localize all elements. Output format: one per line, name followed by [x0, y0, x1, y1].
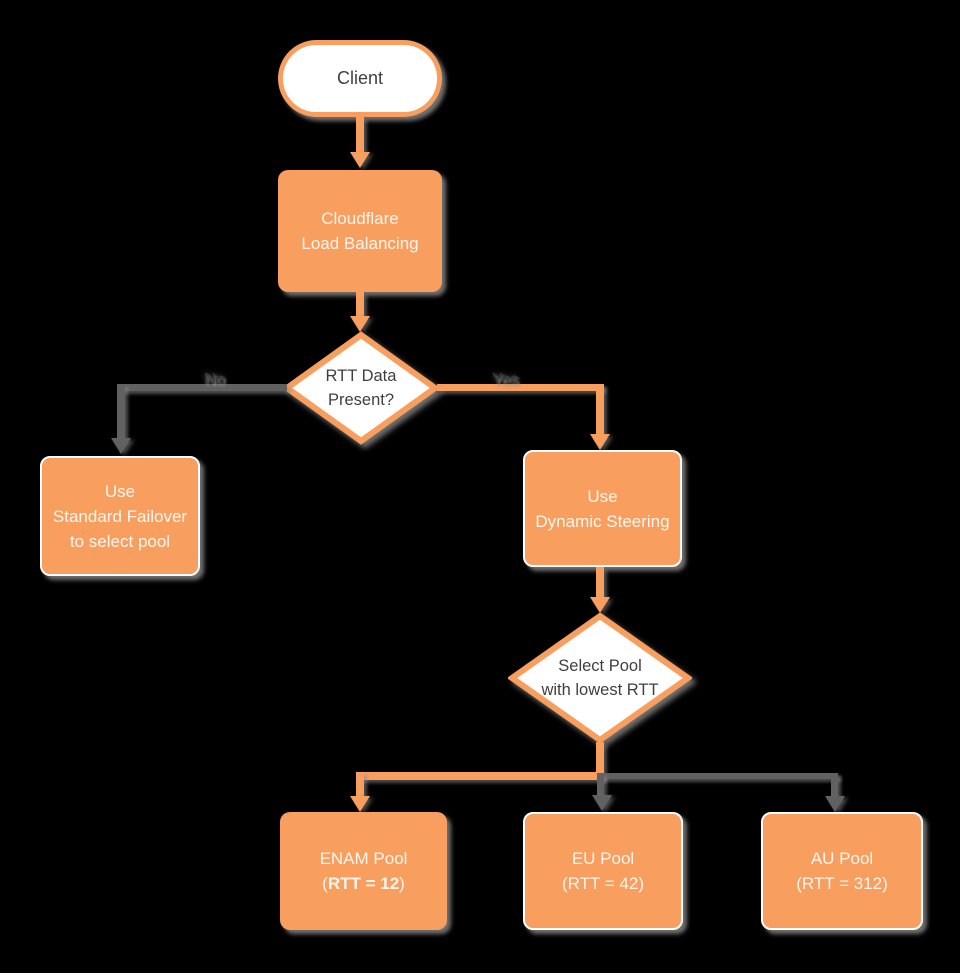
- arrowhead-into-decision: [350, 316, 370, 332]
- edge-client-to-loadbalancer: [356, 116, 364, 154]
- node-select-pool-line2: with lowest RTT: [541, 681, 659, 699]
- edge-yes-horizontal: [437, 384, 603, 391]
- node-select-pool-line1: Select Pool: [558, 657, 642, 675]
- node-enam-pool-line2: (RTT = 12): [322, 871, 405, 896]
- edge-label-no: No: [204, 371, 225, 388]
- arrowhead-into-failover: [111, 438, 131, 454]
- edge-label-yes: Yes: [492, 371, 519, 388]
- node-dynamic-steering: Use Dynamic Steering: [523, 450, 682, 567]
- node-rtt-decision-line2: Present?: [327, 391, 395, 409]
- node-enam-pool-paren-open: (: [322, 874, 328, 893]
- node-au-pool-line1: AU Pool: [810, 849, 874, 868]
- node-au-pool-line2: (RTT = 312): [796, 874, 888, 893]
- node-standard-failover-line2: Standard Failover: [52, 506, 188, 526]
- arrowhead-into-au: [825, 796, 845, 812]
- node-rtt-decision-text: RTT Data Present?: [283, 331, 439, 445]
- arrowhead-into-eu: [592, 795, 612, 811]
- edge-enam-horizontal: [356, 772, 604, 780]
- node-enam-pool-line1: ENAM Pool: [319, 849, 408, 868]
- node-load-balancer-line1: Cloudflare: [321, 209, 399, 228]
- node-select-pool-text: Select Pool with lowest RTT: [508, 612, 692, 744]
- arrowhead-into-selectpool: [590, 597, 610, 613]
- node-enam-pool: ENAM Pool (RTT = 12): [280, 812, 447, 930]
- node-eu-pool-line1: EU Pool: [571, 849, 635, 868]
- edge-yes-vertical: [596, 384, 604, 436]
- node-au-pool: AU Pool (RTT = 312): [761, 812, 923, 930]
- node-enam-pool-rtt: RTT = 12: [327, 874, 400, 893]
- edge-eu-vertical: [597, 773, 604, 797]
- arrowhead-into-loadbalancer: [350, 152, 370, 168]
- node-rtt-decision-line1: RTT Data: [325, 367, 397, 385]
- diamond-shape: [508, 612, 692, 744]
- node-eu-pool: EU Pool (RTT = 42): [523, 812, 683, 930]
- edge-enam-vertical: [356, 772, 364, 798]
- node-load-balancer: Cloudflare Load Balancing: [278, 170, 442, 292]
- edge-au-vertical: [831, 773, 838, 798]
- arrowhead-into-dynamic-steering: [590, 434, 610, 450]
- node-standard-failover: Use Standard Failover to select pool: [40, 456, 200, 576]
- node-select-pool: Select Pool with lowest RTT: [508, 612, 692, 744]
- node-enam-pool-paren-close: ): [399, 874, 405, 893]
- edge-no-vertical: [117, 384, 125, 440]
- edge-selectpool-to-junction: [596, 742, 604, 779]
- node-standard-failover-line1: Use: [104, 481, 136, 501]
- arrowhead-into-enam: [350, 796, 370, 812]
- edge-steering-to-selectpool: [596, 567, 604, 599]
- node-client-label: Client: [336, 68, 384, 88]
- node-standard-failover-line3: to select pool: [69, 531, 171, 551]
- node-dynamic-steering-line2: Dynamic Steering: [535, 511, 670, 531]
- edge-au-horizontal: [604, 773, 838, 779]
- node-eu-pool-line2: (RTT = 42): [561, 874, 645, 893]
- diamond-shape: [283, 331, 439, 445]
- edge-loadbalancer-to-decision: [356, 292, 364, 318]
- edge-no-horizontal: [117, 384, 287, 391]
- node-load-balancer-line2: Load Balancing: [301, 234, 419, 253]
- node-client: Client: [278, 40, 442, 117]
- node-rtt-decision: RTT Data Present?: [283, 331, 439, 445]
- node-dynamic-steering-line1: Use: [587, 486, 618, 506]
